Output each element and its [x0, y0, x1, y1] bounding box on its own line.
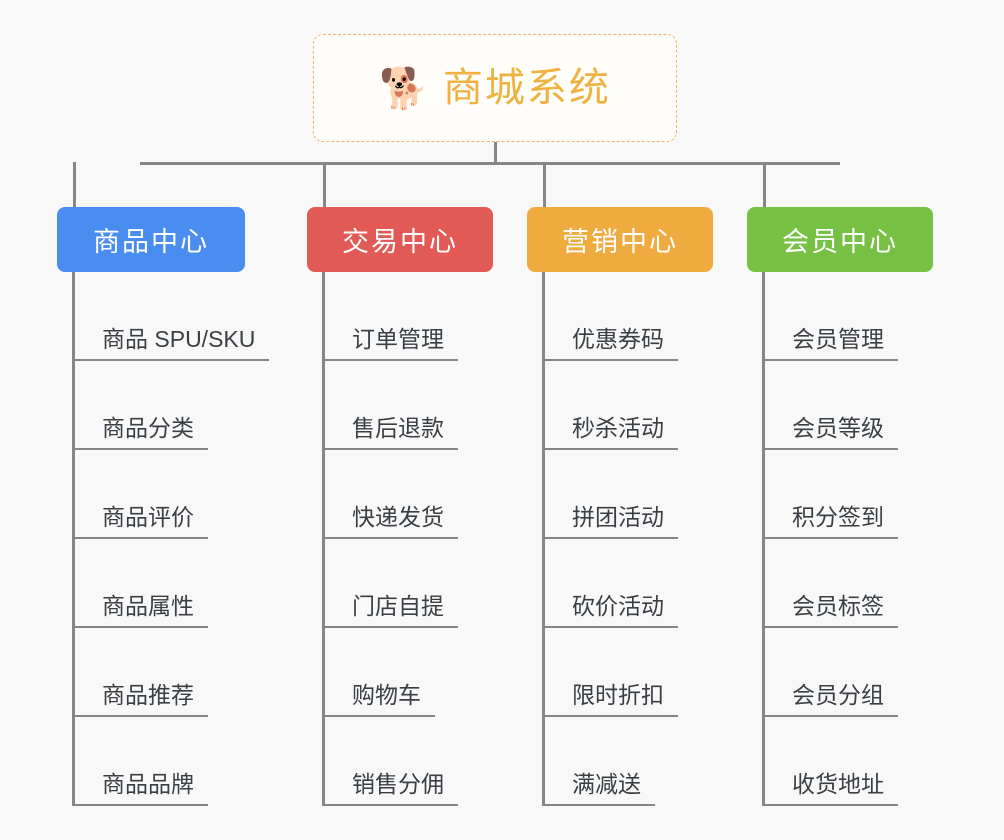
leaf-item-label: 收货地址	[792, 770, 884, 797]
leaf-item[interactable]: 会员等级	[747, 361, 933, 450]
leaf-item-underline: 会员管理	[762, 325, 898, 361]
category-header-marketing-center[interactable]: 营销中心	[527, 207, 713, 272]
category-header-label: 会员中心	[782, 227, 898, 257]
leaf-item-label: 会员管理	[792, 325, 884, 352]
leaf-item-label: 商品分类	[102, 414, 194, 441]
leaf-item-underline: 积分签到	[762, 503, 898, 539]
leaf-item-label: 商品评价	[102, 503, 194, 530]
connector-drop-product-center	[73, 162, 76, 208]
leaf-item[interactable]: 商品分类	[57, 361, 245, 450]
column-product-center: 商品中心商品 SPU/SKU 商品分类商品评价商品属性商品推荐商品品牌	[57, 207, 270, 806]
leaf-item[interactable]: 售后退款	[307, 361, 493, 450]
leaf-item-underline: 订单管理	[322, 325, 458, 361]
category-header-label: 营销中心	[562, 227, 678, 257]
leaf-item-label: 积分签到	[792, 503, 884, 530]
leaf-item[interactable]: 商品 SPU/SKU	[57, 272, 270, 361]
leaf-item[interactable]: 商品品牌	[57, 717, 245, 806]
leaf-item-label: 会员分组	[792, 681, 884, 708]
leaf-item-label: 会员等级	[792, 414, 884, 441]
leaf-item-label: 商品属性	[102, 592, 194, 619]
leaf-item-label: 购物车	[352, 681, 421, 708]
leaf-list-product-center: 商品 SPU/SKU 商品分类商品评价商品属性商品推荐商品品牌	[57, 272, 270, 806]
leaf-item[interactable]: 限时折扣	[527, 628, 713, 717]
leaf-item-label: 优惠券码	[572, 325, 664, 352]
leaf-item-label: 售后退款	[352, 414, 444, 441]
connector-drop-trade-center	[323, 162, 326, 208]
leaf-item-label: 商品品牌	[102, 770, 194, 797]
leaf-list-member-center: 会员管理会员等级积分签到会员标签会员分组收货地址	[747, 272, 933, 806]
leaf-item-underline: 购物车	[322, 681, 435, 717]
leaf-item-underline: 限时折扣	[542, 681, 678, 717]
leaf-item[interactable]: 门店自提	[307, 539, 493, 628]
leaf-item-underline: 砍价活动	[542, 592, 678, 628]
leaf-item-underline: 收货地址	[762, 770, 898, 806]
leaf-item[interactable]: 秒杀活动	[527, 361, 713, 450]
leaf-item-underline: 商品品牌	[72, 770, 208, 806]
leaf-item[interactable]: 销售分佣	[307, 717, 493, 806]
leaf-item-label: 门店自提	[352, 592, 444, 619]
leaf-item-underline: 拼团活动	[542, 503, 678, 539]
leaf-item[interactable]: 积分签到	[747, 450, 933, 539]
leaf-item[interactable]: 会员管理	[747, 272, 933, 361]
dog-face-icon: 🐕	[379, 67, 429, 111]
category-header-product-center[interactable]: 商品中心	[57, 207, 245, 272]
category-header-label: 交易中心	[342, 227, 458, 257]
leaf-item-underline: 商品推荐	[72, 681, 208, 717]
leaf-item[interactable]: 收货地址	[747, 717, 933, 806]
leaf-item[interactable]: 会员分组	[747, 628, 933, 717]
leaf-item[interactable]: 砍价活动	[527, 539, 713, 628]
category-header-member-center[interactable]: 会员中心	[747, 207, 933, 272]
leaf-item-label: 满减送	[572, 770, 641, 797]
leaf-item-label: 快递发货	[352, 503, 444, 530]
column-member-center: 会员中心会员管理会员等级积分签到会员标签会员分组收货地址	[747, 207, 933, 806]
leaf-item[interactable]: 会员标签	[747, 539, 933, 628]
leaf-item-underline: 销售分佣	[322, 770, 458, 806]
leaf-item[interactable]: 拼团活动	[527, 450, 713, 539]
leaf-item-underline: 商品评价	[72, 503, 208, 539]
leaf-item-underline: 优惠券码	[542, 325, 678, 361]
leaf-item-underline: 满减送	[542, 770, 655, 806]
leaf-item[interactable]: 优惠券码	[527, 272, 713, 361]
leaf-item-label: 商品 SPU/SKU	[102, 325, 256, 352]
leaf-item-label: 订单管理	[352, 325, 444, 352]
connector-drop-marketing-center	[543, 162, 546, 208]
leaf-item[interactable]: 快递发货	[307, 450, 493, 539]
leaf-item-underline: 快递发货	[322, 503, 458, 539]
leaf-list-marketing-center: 优惠券码秒杀活动拼团活动砍价活动限时折扣满减送	[527, 272, 713, 806]
leaf-item-label: 限时折扣	[572, 681, 664, 708]
leaf-item-label: 会员标签	[792, 592, 884, 619]
leaf-item-underline: 门店自提	[322, 592, 458, 628]
column-marketing-center: 营销中心优惠券码秒杀活动拼团活动砍价活动限时折扣满减送	[527, 207, 713, 806]
leaf-item[interactable]: 满减送	[527, 717, 713, 806]
column-trade-center: 交易中心订单管理售后退款快递发货门店自提购物车销售分佣	[307, 207, 493, 806]
leaf-item-underline: 会员标签	[762, 592, 898, 628]
connector-root-stem	[494, 142, 497, 164]
leaf-item-underline: 售后退款	[322, 414, 458, 450]
leaf-item-label: 销售分佣	[352, 770, 444, 797]
leaf-item-label: 砍价活动	[572, 592, 664, 619]
leaf-item[interactable]: 订单管理	[307, 272, 493, 361]
connector-drop-member-center	[763, 162, 766, 208]
leaf-item-underline: 秒杀活动	[542, 414, 678, 450]
leaf-item-label: 商品推荐	[102, 681, 194, 708]
leaf-list-trade-center: 订单管理售后退款快递发货门店自提购物车销售分佣	[307, 272, 493, 806]
leaf-item-underline: 会员等级	[762, 414, 898, 450]
leaf-item-underline: 商品属性	[72, 592, 208, 628]
leaf-item-label: 拼团活动	[572, 503, 664, 530]
leaf-item[interactable]: 购物车	[307, 628, 493, 717]
root-node-title: 商城系统	[442, 66, 611, 110]
leaf-item[interactable]: 商品评价	[57, 450, 245, 539]
root-node-shop-system[interactable]: 🐕 商城系统	[313, 34, 677, 142]
leaf-item-underline: 商品分类	[72, 414, 208, 450]
leaf-item[interactable]: 商品属性	[57, 539, 245, 628]
leaf-item-label: 秒杀活动	[572, 414, 664, 441]
leaf-item-underline: 会员分组	[762, 681, 898, 717]
leaf-item-underline: 商品 SPU/SKU	[72, 325, 270, 361]
connector-horizontal-bus	[140, 162, 840, 165]
leaf-item[interactable]: 商品推荐	[57, 628, 245, 717]
category-header-label: 商品中心	[93, 227, 209, 257]
category-header-trade-center[interactable]: 交易中心	[307, 207, 493, 272]
